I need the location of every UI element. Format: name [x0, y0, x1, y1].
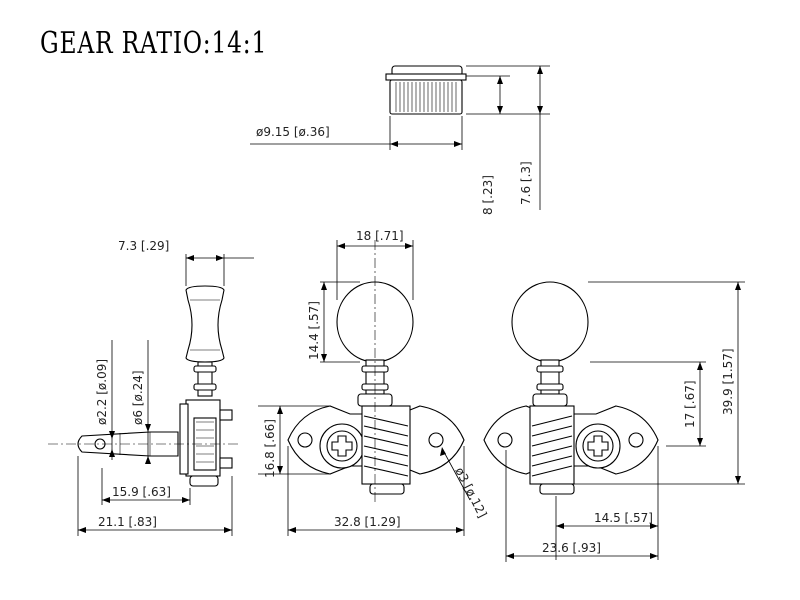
button-to-post-label: 17 [.67] [683, 380, 697, 428]
front-view-part [287, 240, 465, 505]
side-overall-length-label: 21.1 [.83] [98, 515, 157, 529]
bushing-part [385, 65, 467, 115]
plate-length-label: 32.8 [1.29] [334, 515, 401, 529]
plate-height-label: 16.8 [.66] [263, 419, 277, 478]
front-view-dimension-lines [258, 240, 471, 536]
rear-view-dimension-lines [505, 281, 745, 562]
shaft-diameter-label: ø6 [ø.24] [131, 370, 145, 425]
bushing-diameter-label: ø9.15 [ø.36] [256, 125, 330, 139]
rear-view-part [483, 281, 659, 495]
bushing-flange-height-label: 8 [.23] [481, 175, 495, 215]
bushing-height-label: 7.6 [.3] [519, 161, 533, 205]
bushing-dimension-lines [250, 65, 550, 210]
post-to-end-label: 23.6 [.93] [542, 541, 601, 555]
button-height-label: 14.4 [.57] [307, 301, 321, 360]
side-view-part [48, 285, 238, 487]
string-hole-diameter-label: ø2.2 [ø.09] [95, 359, 109, 425]
overall-height-label: 39.9 [1.57] [721, 348, 735, 415]
screw-hole-diameter-label: ø3 [ø.12] [452, 465, 489, 520]
post-length-label: 15.9 [.63] [112, 485, 171, 499]
gear-ratio-title: GEAR RATIO:14:1 [40, 26, 268, 61]
button-width-label: 18 [.71] [356, 229, 404, 243]
side-view-dimension-lines [77, 254, 254, 536]
button-thickness-label: 7.3 [.29] [118, 239, 169, 253]
post-offset-label: 14.5 [.57] [594, 511, 653, 525]
